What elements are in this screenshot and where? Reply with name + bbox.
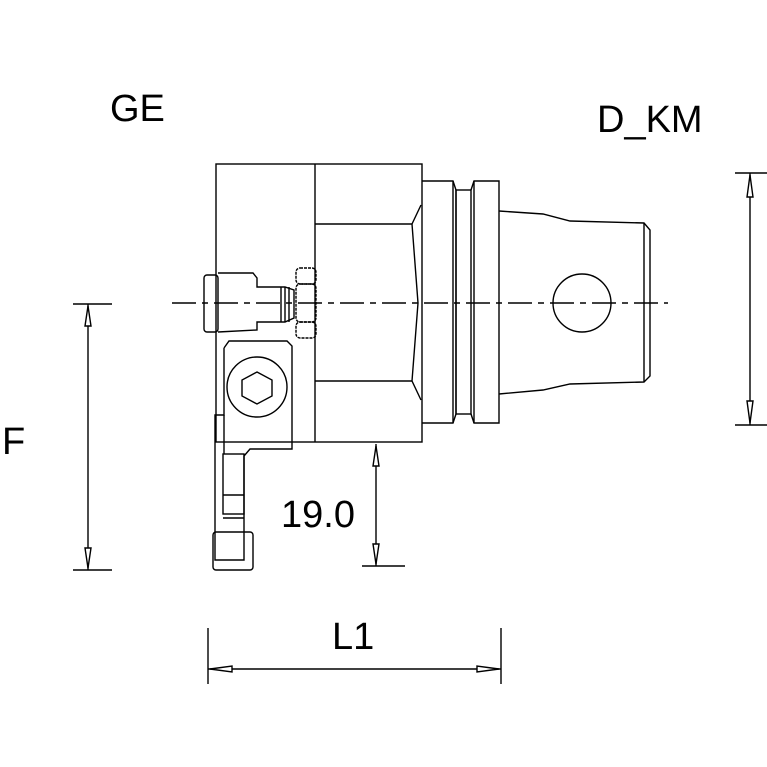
tool-body xyxy=(215,163,423,443)
km-shank xyxy=(498,210,651,395)
label-F: F xyxy=(2,421,26,463)
label-GE: GE xyxy=(110,88,165,130)
hex-socket-icon xyxy=(241,371,273,405)
dimension-F xyxy=(73,303,112,571)
dimension-L1 xyxy=(207,628,502,684)
label-19: 19.0 xyxy=(281,494,355,536)
adjust-screw xyxy=(203,267,317,339)
flange xyxy=(422,180,500,424)
dimension-D_KM xyxy=(735,172,767,426)
label-L1: L1 xyxy=(332,616,375,658)
cap-screw-head xyxy=(226,356,288,418)
dimension-19 xyxy=(362,444,405,567)
locking-hole xyxy=(552,273,612,333)
label-D_KM: D_KM xyxy=(597,99,703,141)
insert-clamp xyxy=(212,340,293,571)
